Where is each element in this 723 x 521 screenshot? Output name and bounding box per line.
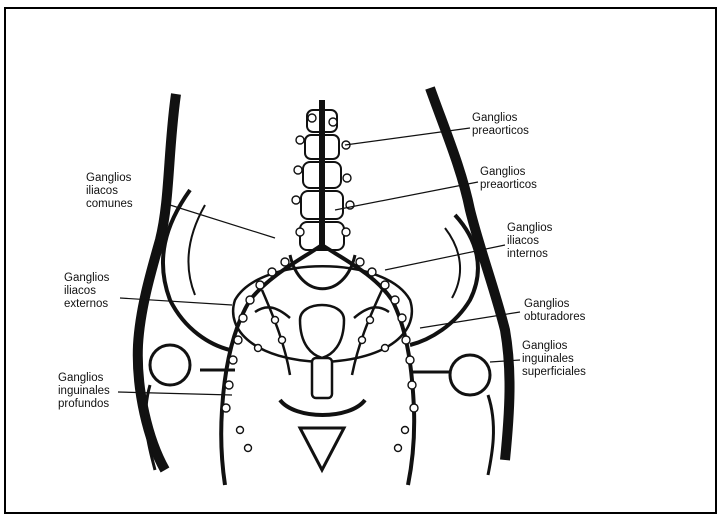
hip-right	[410, 355, 493, 475]
iliac-wing-left-inner	[188, 205, 205, 295]
internal-iliac-left	[262, 290, 290, 375]
iliac-wing-left	[163, 190, 230, 350]
label-ganglios-preaorticos-lower: Ganglios preaorticos	[480, 166, 537, 192]
internal-iliac-right	[352, 290, 382, 375]
label-ganglios-inguinales-profundos: Ganglios inguinales profundos	[58, 372, 110, 411]
label-ganglios-inguinales-superficiales: Ganglios inguinales superficiales	[522, 340, 586, 379]
pubis	[280, 400, 365, 415]
iliac-wing-right	[410, 215, 478, 345]
label-ganglios-preaorticos-upper: Ganglios preaorticos	[472, 112, 529, 138]
iliac-wing-right-inner	[445, 228, 460, 298]
label-ganglios-iliacos-externos: Ganglios iliacos externos	[64, 272, 109, 311]
label-ganglios-iliacos-internos: Ganglios iliacos internos	[507, 222, 552, 261]
body-outline-right	[430, 88, 510, 460]
label-ganglios-obturadores: Ganglios obturadores	[524, 298, 585, 324]
body-outline-left	[138, 94, 176, 470]
pubic-triangle	[300, 428, 344, 470]
common-iliac-left	[221, 245, 322, 485]
label-ganglios-iliacos-comunes: Ganglios iliacos comunes	[86, 172, 133, 211]
